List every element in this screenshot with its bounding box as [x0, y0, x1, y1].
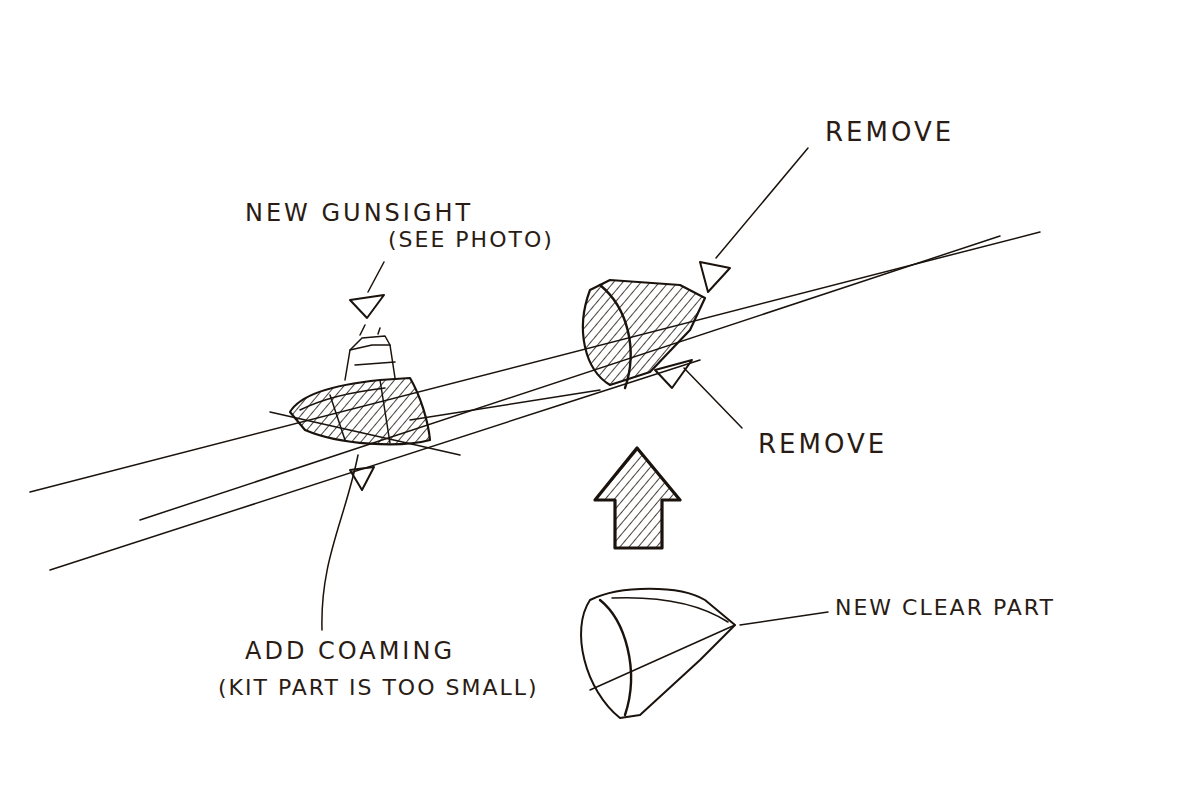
clear-part-bow: [600, 600, 631, 715]
annotation-label: REMOVE: [825, 118, 954, 147]
annotation-label: NEW GUNSIGHT: [245, 200, 473, 226]
annotation-label: REMOVE: [758, 430, 887, 459]
remove-marker: [655, 360, 692, 388]
annotation-label: NEW CLEAR PART: [835, 596, 1055, 620]
fuselage-line: [50, 360, 700, 570]
clear-part-line: [590, 598, 735, 690]
leader-line: [684, 368, 742, 428]
fuselage-line: [30, 232, 1040, 492]
gunsight-box: [355, 325, 395, 365]
annotation-label: (KIT PART IS TOO SMALL): [218, 676, 539, 700]
annotation-label: ADD COAMING: [245, 638, 455, 664]
fuselage-line: [410, 390, 600, 420]
rear-canopy-bow: [600, 285, 631, 388]
up-arrow: [595, 448, 680, 548]
rear-canopy: [583, 280, 705, 385]
windscreen: [290, 378, 430, 444]
windscreen-frame: [300, 380, 390, 443]
gunsight-box: [350, 336, 390, 350]
gunsight-marker: [350, 295, 384, 318]
leader-line: [740, 612, 828, 625]
annotation-label: (SEE PHOTO): [388, 228, 554, 252]
leader-line: [716, 148, 808, 258]
coaming-marker: [350, 467, 374, 490]
leader-line: [322, 455, 358, 630]
leader-line: [368, 262, 384, 292]
clear-part: [581, 589, 735, 718]
fuselage-line: [140, 236, 1000, 520]
remove-marker: [700, 262, 730, 292]
